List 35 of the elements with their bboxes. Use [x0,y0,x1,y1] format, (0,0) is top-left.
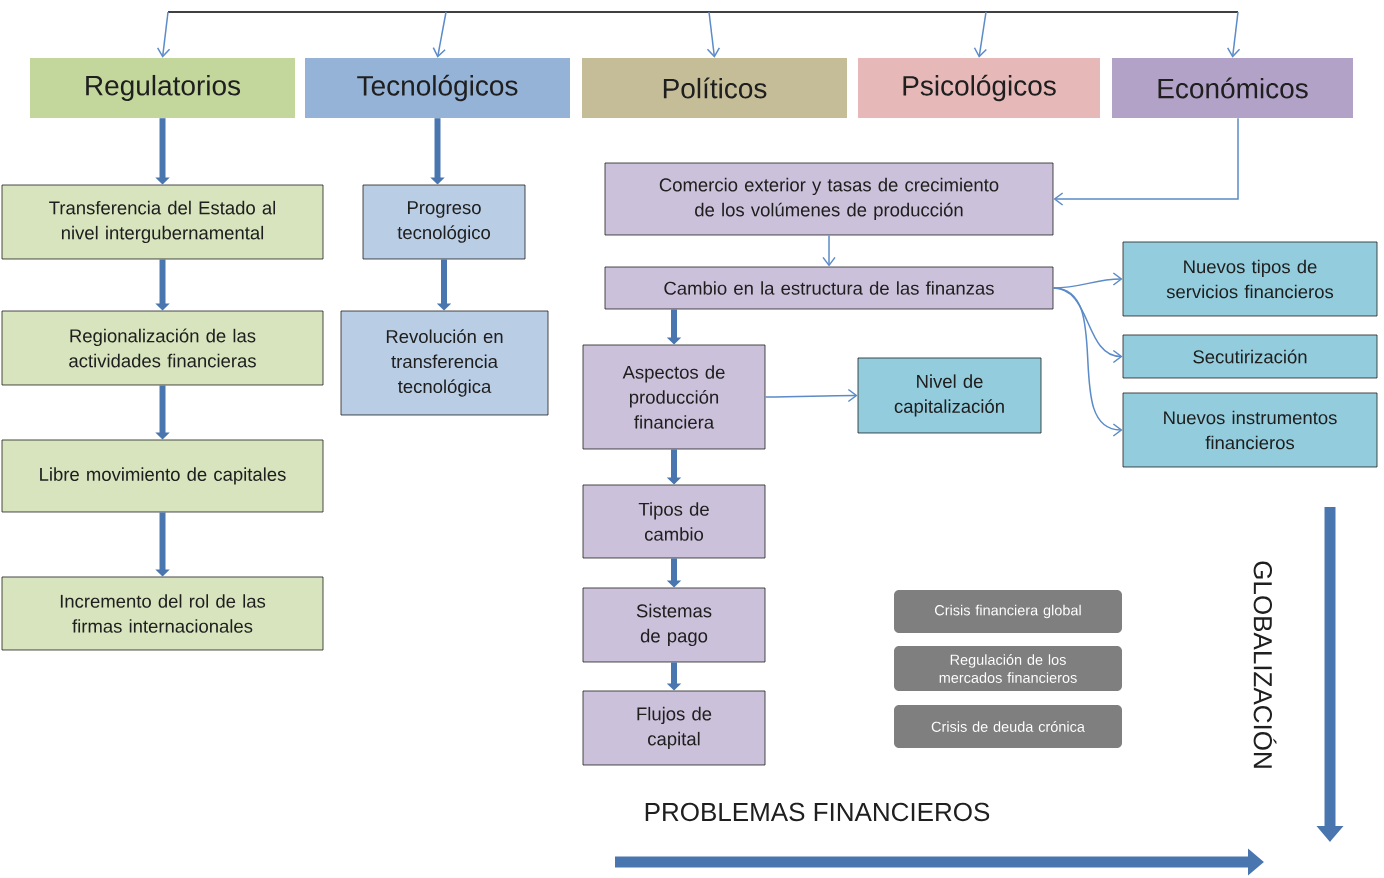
process-box: Progreso tecnológico [362,184,526,260]
process-box: Comercio exterior y tasas de crecimiento de los volúmenes de producción [604,162,1054,236]
process-box: Flujos de capital [582,690,766,766]
category-box: Tecnológicos [305,58,570,118]
problem-box: Regulación de los mercados financieros [894,646,1122,691]
category-box: Económicos [1112,58,1353,118]
heading-text: GLOBALIZACIÓN [1253,561,1277,768]
process-box: Secutirización [1122,334,1378,379]
arrow [1053,117,1239,206]
arrow [706,11,721,58]
problem-box: Crisis financiera global [894,590,1122,633]
arrow [1052,287,1123,437]
category-box: Políticos [582,58,847,118]
arrow [1226,11,1241,58]
arrow [156,11,171,58]
process-box: Revolución en transferencia tecnológica [340,310,549,416]
arrow [432,11,447,58]
problem-box: Crisis de deuda crónica [894,705,1122,748]
process-box: Regionalización de las actividades financieras [1,310,324,386]
process-box: Transferencia del Estado al nivel intergubernamental [1,184,324,260]
process-box: Nuevos instrumentos financieros [1122,392,1378,468]
process-box: Aspectos de producción financiera [582,344,766,450]
process-box: Libre movimiento de capitales [1,439,324,513]
arrow [822,234,836,267]
category-box: Psicológicos [858,58,1100,118]
arrow [973,11,988,58]
process-box: Nivel de capitalización [857,357,1042,434]
category-box: Regulatorios [30,58,295,118]
process-box: Cambio en la estructura de las finanzas [604,266,1054,310]
arrow [764,388,858,403]
heading-text: PROBLEMAS FINANCIEROS [645,802,990,822]
process-box: Incremento del rol de las firmas internacionales [1,576,324,651]
process-box: Nuevos tipos de servicios financieros [1122,241,1378,317]
process-box: Tipos de cambio [582,484,766,559]
process-box: Sistemas de pago [582,587,766,663]
